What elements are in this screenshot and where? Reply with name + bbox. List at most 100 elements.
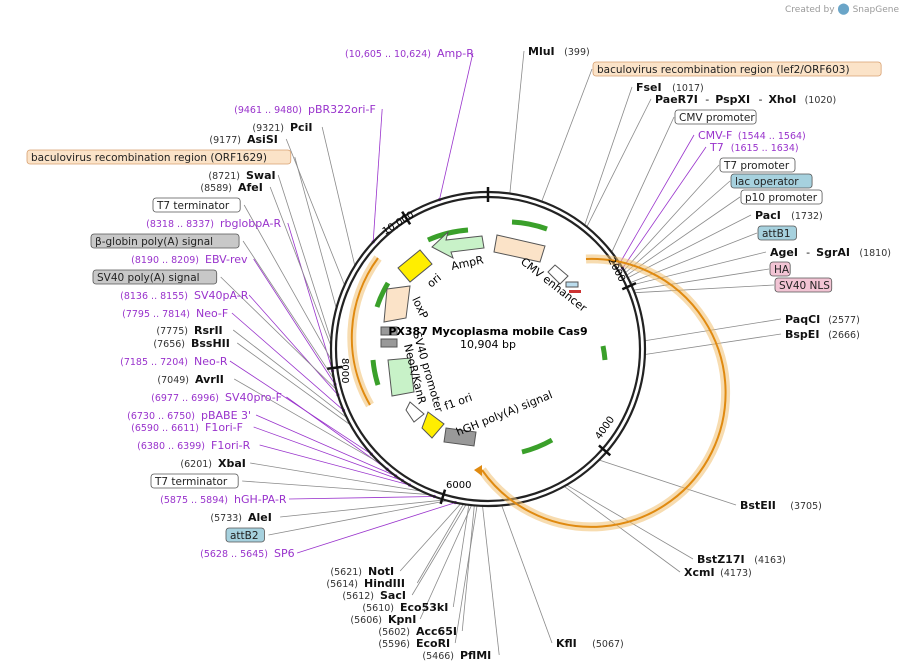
leader-line bbox=[253, 258, 336, 385]
cas9-cds-band bbox=[478, 254, 731, 532]
leader-line bbox=[622, 146, 707, 269]
annotation-labels: MluI(399)baculovirus recombination regio… bbox=[26, 45, 891, 662]
ori-shape bbox=[397, 249, 433, 283]
leader-line bbox=[269, 186, 332, 347]
f1-ori-shape bbox=[421, 411, 445, 439]
annotation-position: (7795 .. 7814) bbox=[122, 309, 190, 320]
leader-line bbox=[259, 444, 410, 486]
cmv-enhancer-shape bbox=[493, 234, 546, 263]
annotation-position: (5733) bbox=[210, 513, 242, 524]
annotation-box-9 bbox=[740, 189, 823, 205]
annotation-t7-promoter: T7 promoter bbox=[719, 157, 796, 173]
annotation-name: BssHII bbox=[191, 337, 230, 350]
annotation-dash: - bbox=[806, 246, 810, 259]
annotation-saci: (5612) SacI bbox=[342, 589, 406, 602]
leader-line bbox=[454, 505, 478, 644]
annotation-position: (7185 .. 7204) bbox=[120, 357, 188, 368]
annotation-globin-poly-a-signal: β-globin poly(A) signal bbox=[90, 233, 240, 249]
annotation-name: hGH-PA-R bbox=[234, 493, 287, 506]
annotation-position: (5602) bbox=[378, 627, 410, 638]
annotation-amp-r: (10,605 .. 10,624)Amp-R bbox=[345, 47, 474, 60]
annotation-bsshii: (7656)BssHII bbox=[153, 337, 229, 350]
annotation-position: (5612) bbox=[342, 591, 374, 602]
annotation-position: (2577) bbox=[828, 315, 860, 326]
plasmid-length: 10,904 bp bbox=[460, 338, 516, 351]
leader-line bbox=[229, 360, 372, 455]
annotation-t7: T7(1615 .. 1634) bbox=[709, 141, 799, 154]
annotation-asisi: (9177)AsiSI bbox=[209, 133, 277, 146]
leader-line bbox=[584, 86, 633, 226]
tick-mark-4 bbox=[439, 489, 447, 505]
leader-line bbox=[619, 134, 695, 264]
annotation-avrii: (7049)AvrII bbox=[157, 373, 224, 386]
annotation-name: SP6 bbox=[274, 547, 295, 560]
annotation-name: PacI bbox=[755, 209, 781, 222]
annotation-name: BstEII bbox=[740, 499, 776, 512]
annotation-box-47 bbox=[90, 233, 240, 249]
annotation-position: (5621) bbox=[330, 567, 362, 578]
annotation-name: β-globin poly(A) signal bbox=[95, 236, 213, 248]
annotation-position: (7775) bbox=[156, 326, 188, 337]
green-arrow-left bbox=[374, 281, 391, 308]
lac-operator-shape bbox=[565, 281, 579, 288]
annotation-agei: AgeI-SgrAI(1810) bbox=[770, 246, 891, 259]
annotation-lac-operator: lac operator bbox=[730, 173, 813, 189]
annotation-position: (1810) bbox=[859, 248, 891, 259]
annotation-position: (8318 .. 8337) bbox=[146, 219, 214, 230]
annotation-name: F1ori-R bbox=[211, 439, 251, 452]
green-arrow-right-top bbox=[511, 219, 548, 232]
leader-line bbox=[439, 52, 474, 200]
annotation-name: SacI bbox=[380, 589, 406, 602]
leader-line bbox=[220, 276, 337, 390]
green-arrow-right bbox=[600, 345, 608, 361]
annotation-fsei: FseI(1017) bbox=[636, 81, 704, 94]
annotation-name: attB2 bbox=[230, 530, 259, 542]
annotation-paer7i: PaeR7I-PspXI-XhoI(1020) bbox=[655, 93, 836, 106]
snapgene-brand: Created by ⬤ SnapGene bbox=[785, 2, 899, 15]
annotation-bspei: BspEI (2666) bbox=[785, 328, 860, 341]
neor-shape bbox=[387, 357, 415, 397]
annotation-t7-terminator: T7 terminator bbox=[152, 197, 241, 213]
leader-line bbox=[255, 414, 396, 477]
tick-mark-6 bbox=[401, 210, 412, 225]
annotation-name: BspEI bbox=[785, 328, 819, 341]
cmv-promoter-shape bbox=[547, 264, 569, 285]
annotation-name: F1ori-F bbox=[205, 421, 243, 434]
annotation-name: T7 terminator bbox=[154, 476, 228, 488]
leader-line bbox=[277, 174, 332, 341]
annotation-f1ori-f: (6590 .. 6611)F1ori-F bbox=[131, 421, 243, 434]
tick-label-4000: 4000 bbox=[593, 415, 617, 442]
leader-line bbox=[253, 426, 403, 482]
annotation-name: T7 promoter bbox=[723, 160, 790, 172]
plasmid-name: PX387 Mycoplasma mobile Cas9 bbox=[388, 325, 587, 338]
annotation-name: PaqCI bbox=[785, 313, 820, 326]
annotation-rbglobpa-r: (8318 .. 8337)rbglobpA-R bbox=[146, 217, 281, 230]
leader-line bbox=[461, 505, 475, 632]
annotation-swai: (8721)SwaI bbox=[208, 169, 275, 182]
annotation-afei: (8589)AfeI bbox=[200, 181, 262, 194]
annotation-position: (5466) bbox=[422, 651, 454, 662]
annotation-neo-r: (7185 .. 7204)Neo-R bbox=[120, 355, 228, 368]
annotation-box-13 bbox=[769, 261, 791, 277]
annotation-hgh-pa-r: (5875 .. 5894)hGH-PA-R bbox=[160, 493, 287, 506]
feature-label-f1-ori: f1 ori bbox=[443, 391, 474, 413]
leader-line bbox=[294, 156, 337, 309]
annotation-box-14 bbox=[774, 277, 833, 293]
annotation-position: (2666) bbox=[828, 330, 860, 341]
annotation-name: baculovirus recombination region (ORF162… bbox=[31, 152, 267, 164]
annotation-position: (8589) bbox=[200, 183, 232, 194]
annotation-noti: (5621) NotI bbox=[330, 565, 394, 578]
annotation-name: SV40pA-R bbox=[194, 289, 249, 302]
annotation-box-33 bbox=[150, 473, 239, 489]
annotation-name: p10 promoter bbox=[745, 192, 818, 204]
leader-line bbox=[586, 98, 652, 228]
annotation-position: (8190 .. 8209) bbox=[131, 255, 199, 266]
annotation-name: NotI bbox=[368, 565, 394, 578]
hgh-polya-shape bbox=[443, 427, 477, 447]
tick-marks bbox=[327, 187, 637, 505]
green-arrow-bottom bbox=[521, 437, 554, 455]
leader-line bbox=[452, 504, 470, 608]
green-arrow-left-low bbox=[370, 359, 381, 386]
leader-line bbox=[419, 504, 472, 620]
feature-label-ampr: AmpR bbox=[450, 253, 485, 273]
